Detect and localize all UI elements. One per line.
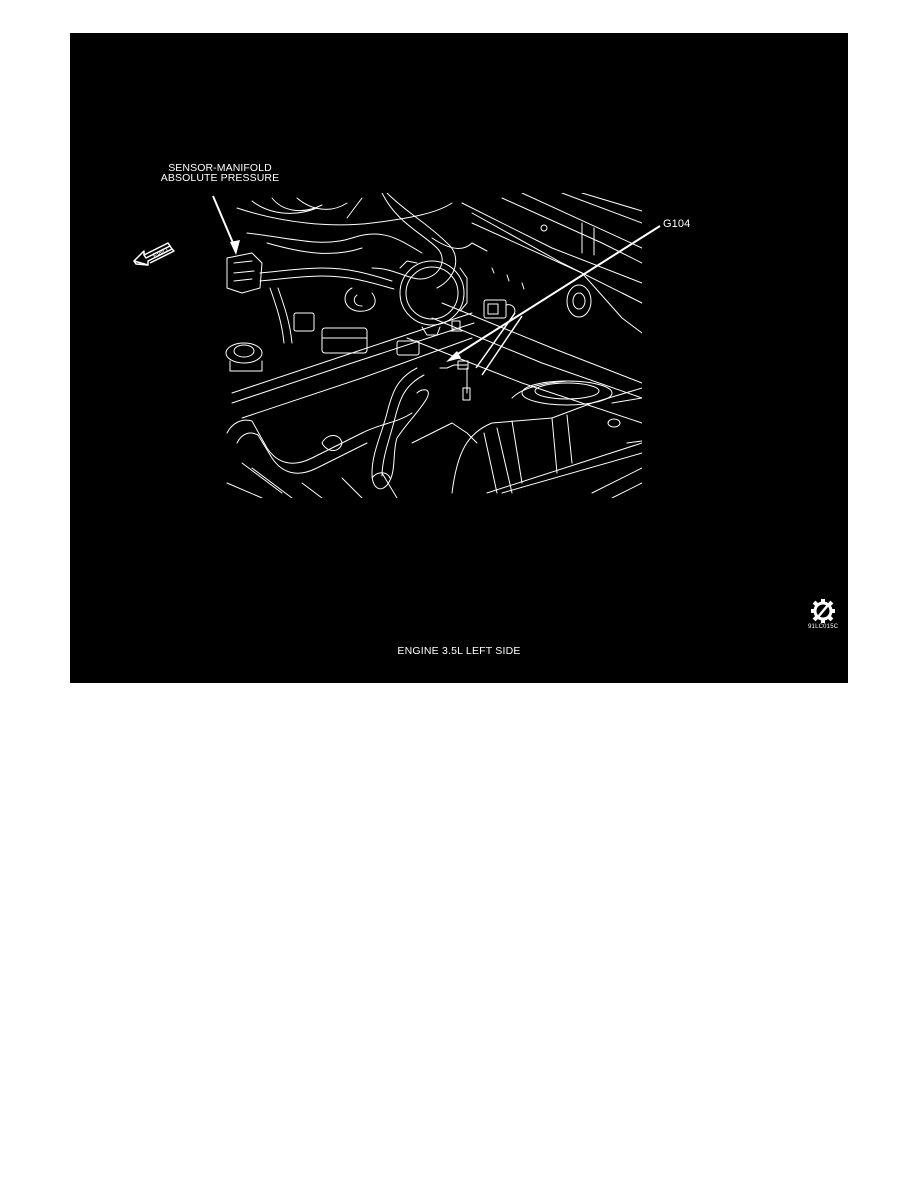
figure-caption: ENGINE 3.5L LEFT SIDE (397, 645, 521, 657)
map-sensor-callout-line1: SENSOR-MANIFOLD (168, 162, 272, 174)
gear-slash-icon (810, 598, 836, 624)
map-sensor-callout-line2: ABSOLUTE PRESSURE (160, 172, 280, 184)
g104-callout: G104 (663, 218, 691, 230)
figure-panel: SENSOR-MANIFOLD ABSOLUTE PRESSURE G104 F… (70, 33, 848, 683)
map-sensor-callout: SENSOR-MANIFOLD ABSOLUTE PRESSURE (140, 162, 300, 184)
engine-illustration (222, 193, 642, 498)
figure-code: 91LC015C (808, 624, 839, 630)
forward-arrow-icon: FWD (130, 231, 180, 271)
